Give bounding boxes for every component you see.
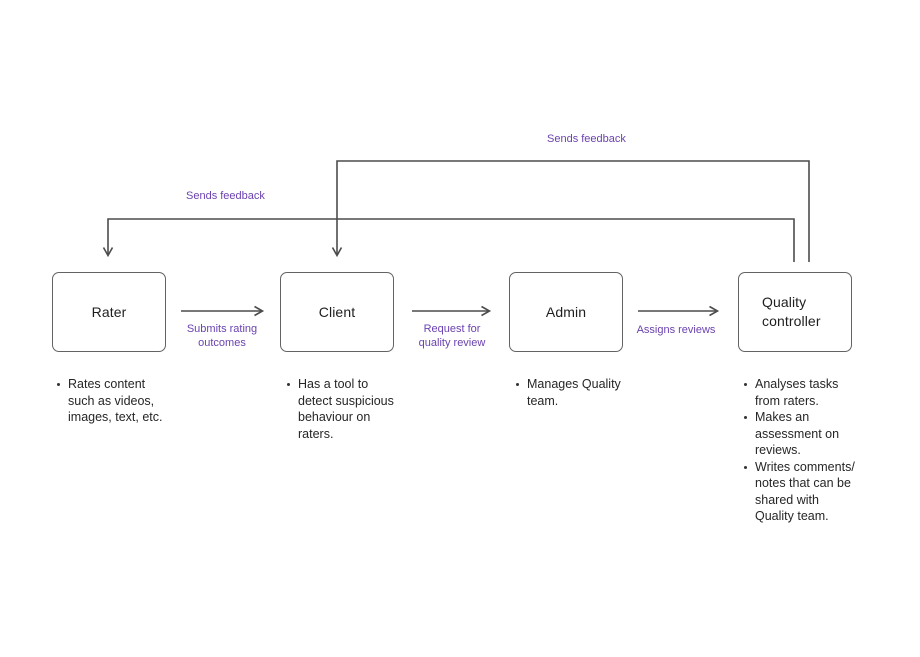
feedback-label-qc-client: Sends feedback — [547, 133, 626, 145]
feedback-arrow-qc-client — [331, 160, 810, 262]
node-quality-controller: Quality controller — [738, 272, 852, 352]
bullet-dot-icon — [57, 383, 60, 386]
notes-quality-controller: Analyses tasks from raters. Makes an ass… — [743, 376, 861, 525]
node-client: Client — [280, 272, 394, 352]
note-text: Has a tool to detect suspicious behaviou… — [298, 377, 394, 441]
feedback-arrow-qc-rater — [102, 218, 795, 262]
node-client-title: Client — [318, 303, 356, 320]
note-text: Makes an assessment on reviews. — [755, 410, 840, 457]
list-item: Rates content such as videos, images, te… — [56, 376, 164, 426]
node-rater: Rater — [52, 272, 166, 352]
edge-label-request-for-quality-review: Request for quality review — [418, 323, 486, 349]
edge-label-assigns-reviews: Assigns reviews — [636, 324, 716, 336]
node-admin: Admin — [509, 272, 623, 352]
node-admin-title: Admin — [545, 303, 587, 320]
node-rater-title: Rater — [91, 303, 127, 320]
bullet-dot-icon — [516, 383, 519, 386]
bullet-dot-icon — [744, 465, 747, 469]
bullet-dot-icon — [744, 383, 747, 386]
bullet-dot-icon — [744, 416, 747, 419]
notes-client: Has a tool to detect suspicious behaviou… — [286, 376, 400, 442]
list-item: Has a tool to detect suspicious behaviou… — [286, 376, 400, 442]
notes-rater: Rates content such as videos, images, te… — [56, 376, 164, 426]
feedback-label-qc-rater: Sends feedback — [186, 190, 265, 202]
list-item: Writes comments/ notes that can be share… — [743, 459, 861, 525]
note-text: Manages Quality team. — [527, 377, 621, 408]
note-text: Rates content such as videos, images, te… — [68, 377, 163, 424]
node-quality-controller-title: Quality controller — [762, 294, 821, 329]
note-text: Analyses tasks from raters. — [755, 377, 839, 408]
bullet-dot-icon — [287, 383, 290, 386]
note-text: Writes comments/ notes that can be share… — [755, 459, 855, 524]
edge-label-submits-rating-outcomes: Submits rating outcomes — [186, 323, 258, 349]
notes-admin: Manages Quality team. — [515, 376, 627, 409]
list-item: Analyses tasks from raters. — [743, 376, 861, 409]
list-item: Makes an assessment on reviews. — [743, 409, 861, 459]
list-item: Manages Quality team. — [515, 376, 627, 409]
